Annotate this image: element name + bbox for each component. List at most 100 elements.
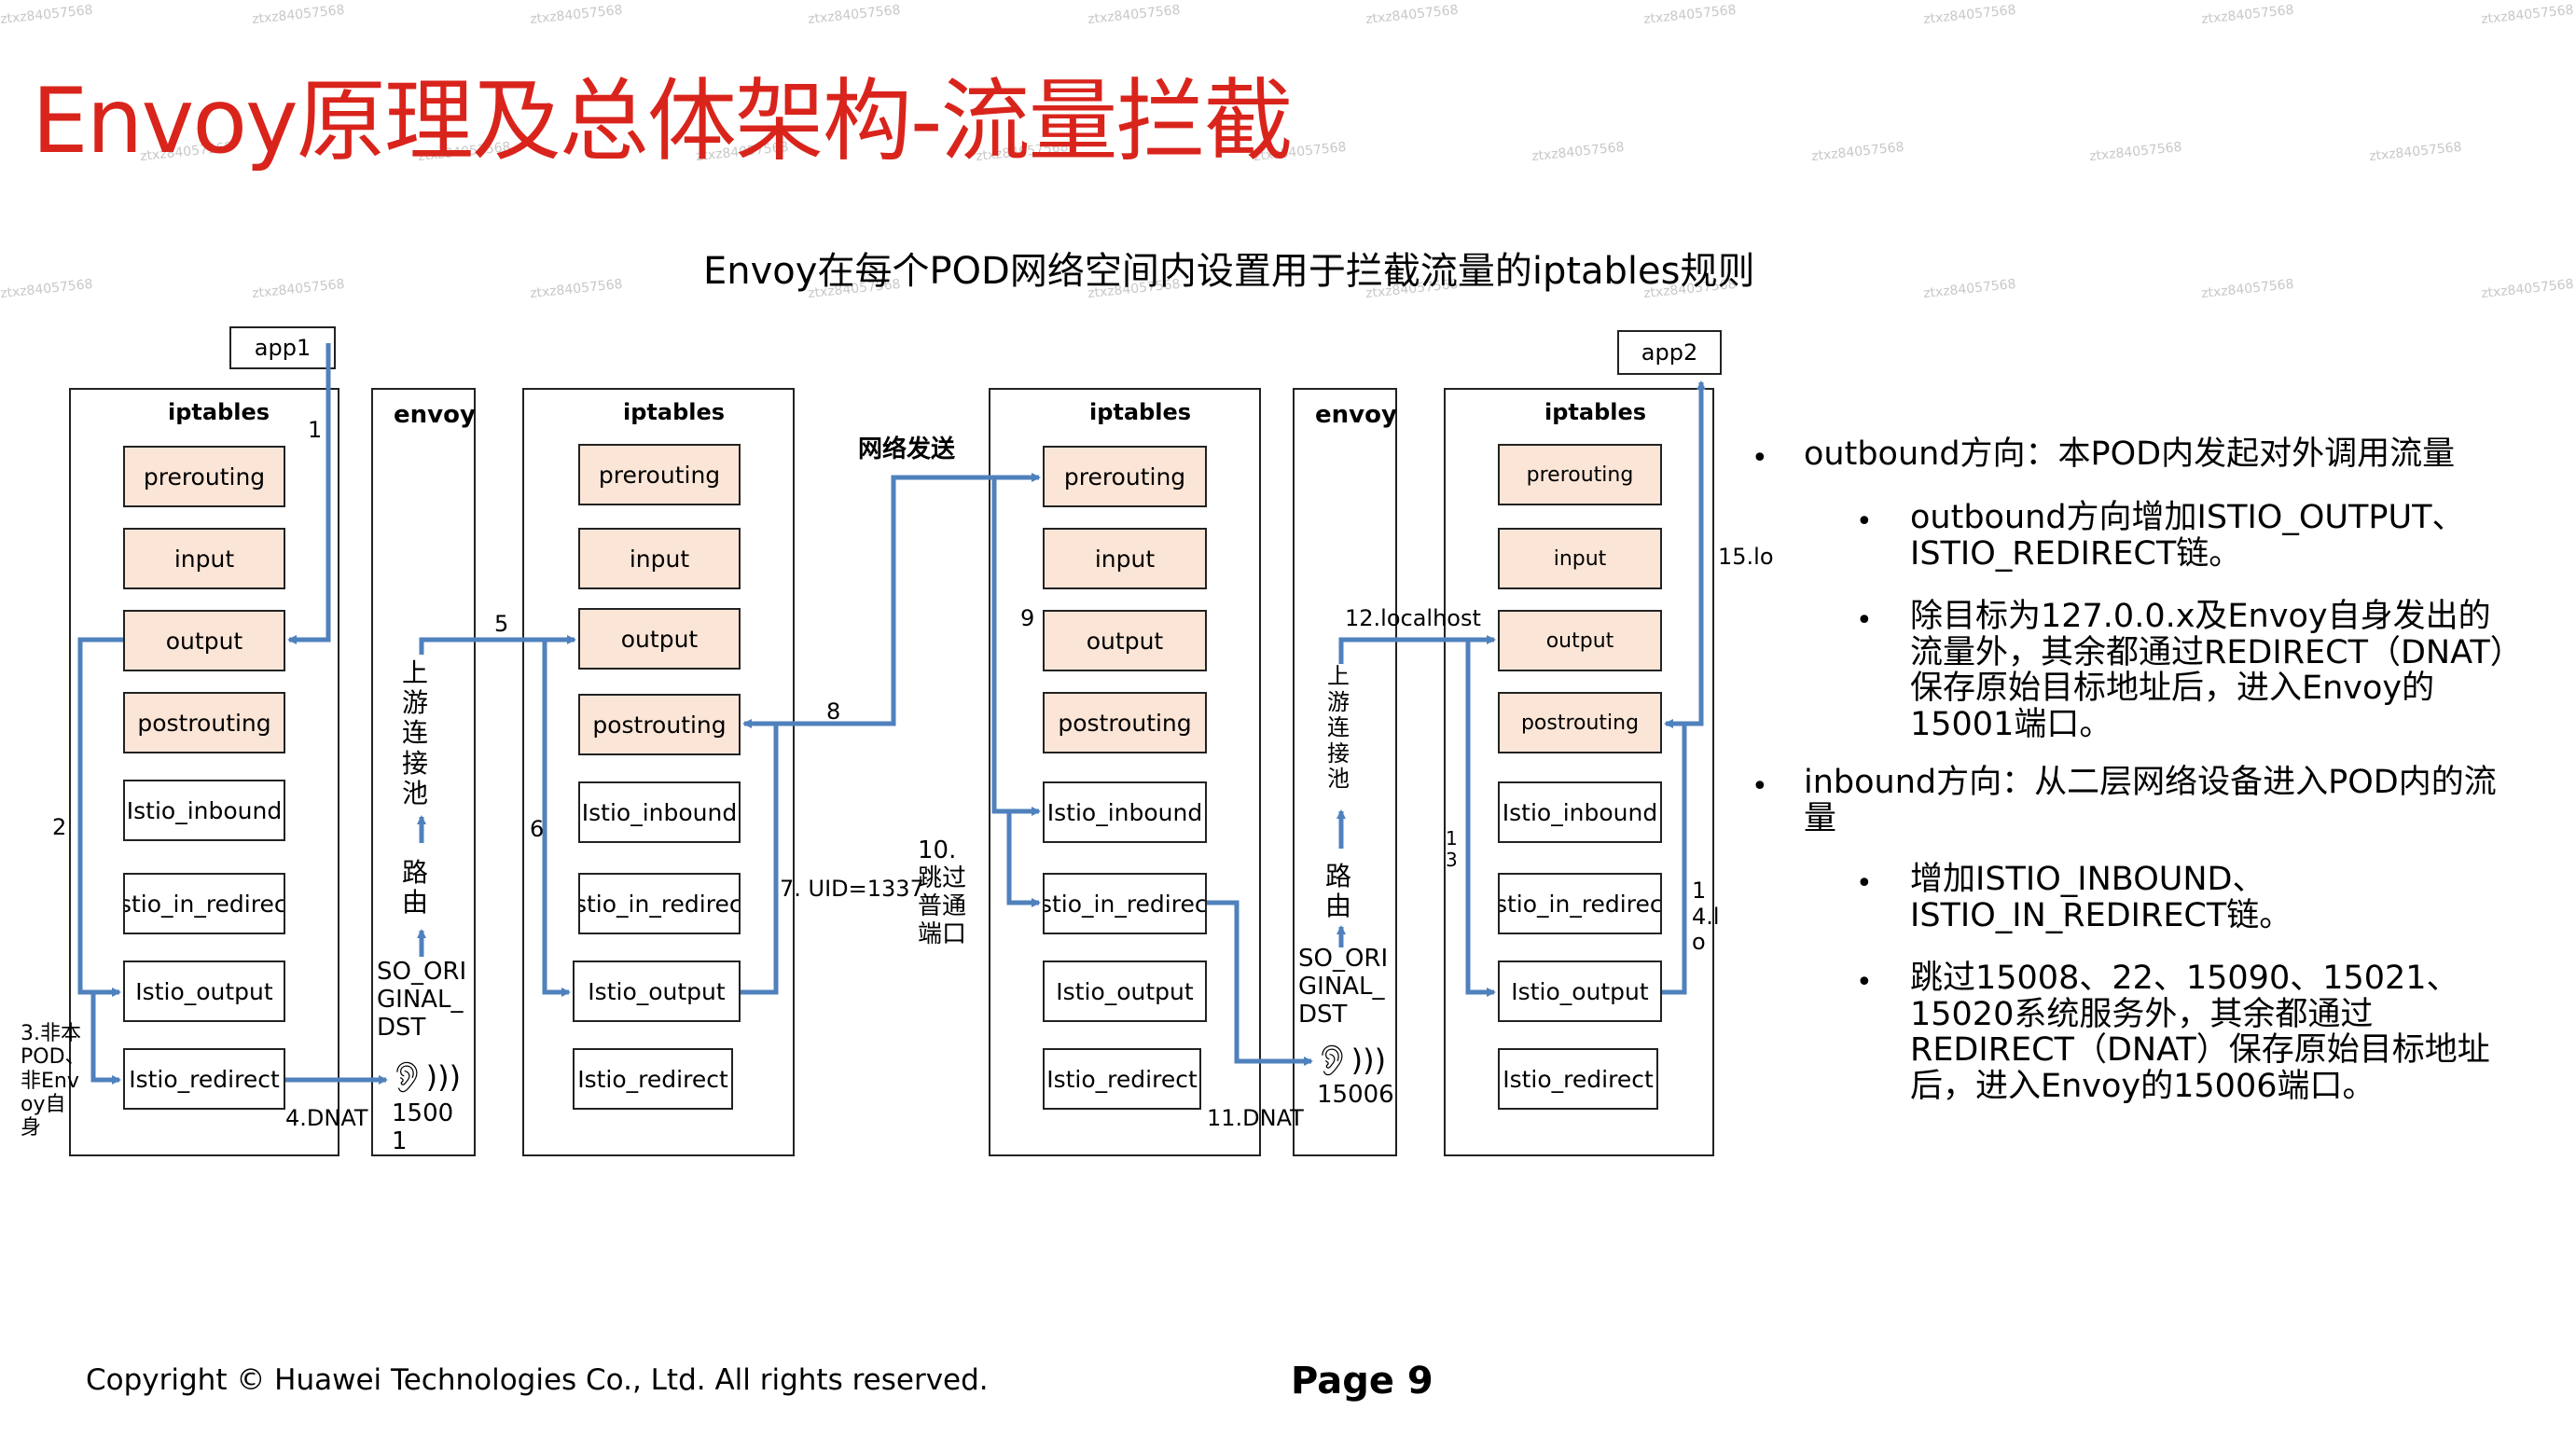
iptables-panel-4 [1444,388,1714,1156]
chain-istio-output-4: Istio_output [1498,960,1662,1022]
iptables-panel-2 [522,388,795,1156]
route-text-1: 路由 [401,857,428,919]
chain-prerouting-2: prerouting [578,444,741,505]
watermark-text: ztxz84057568 [251,276,346,302]
chain-input-4: input [1498,528,1662,589]
bullet-outbound-chains: outbound方向增加ISTIO_OUTPUT、ISTIO_REDIRECT链… [1910,499,2465,573]
chain-istio-redirect-4: Istio_redirect [1498,1048,1658,1110]
chain-input-2: input [578,528,741,589]
route-text-2: 路由 [1324,861,1351,922]
bullet-dot: • [1752,442,1768,475]
chain-output-3: output [1043,610,1207,671]
chain-istio-in-redirect-1: Istio_in_redirect [123,873,285,934]
step-label-12: 12.localhost [1345,605,1481,631]
watermark-text: ztxz84057568 [2200,276,2295,302]
chain-output-4: output [1498,610,1662,671]
step-label-6: 6 [530,816,545,842]
step-label-11: 11.DNAT [1207,1105,1304,1131]
port-15006: 15006 [1317,1081,1394,1109]
envoy-title-1: envoy [394,401,476,429]
chain-istio-redirect-1: Istio_redirect [123,1048,285,1110]
chain-istio-redirect-3: Istio_redirect [1043,1048,1201,1110]
chain-istio-inbound-1: Istio_inbound [123,780,285,841]
iptables-title-1: iptables [168,399,270,425]
so-original-dst-1: SO_ORIGINAL_DST [377,958,467,1042]
bullet-dot: • [1856,505,1873,538]
envoy-title-2: envoy [1315,401,1397,429]
watermark-text: ztxz84057568 [2200,2,2295,28]
ear-icon: 👂︎))) [388,1059,462,1095]
chain-prerouting-3: prerouting [1043,446,1207,507]
step-label-5: 5 [494,611,509,637]
step-label-3: 3.非本POD、非Envoy自身 [21,1022,86,1140]
iptables-panel-1 [69,388,339,1156]
iptables-panel-3 [989,388,1261,1156]
app2-box: app2 [1617,330,1722,375]
chain-output-2: output [578,608,741,670]
step-label-14: 14.lo [1692,878,1720,956]
chain-prerouting-1: prerouting [123,446,285,507]
chain-input-3: input [1043,528,1207,589]
chain-istio-in-redirect-3: Istio_in_redirect [1043,873,1207,934]
watermark-text: ztxz84057568 [1364,2,1460,28]
chain-istio-inbound-4: Istio_inbound [1498,781,1662,843]
step-label-15: 15.lo [1718,544,1774,570]
copyright-footer: Copyright © Huawei Technologies Co., Ltd… [86,1363,989,1397]
chain-istio-inbound-3: Istio_inbound [1043,781,1207,843]
bullet-inbound-redirect: 跳过15008、22、15090、15021、15020系统服务外，其余都通过R… [1910,960,2490,1105]
ear-icon: 👂︎))) [1313,1043,1387,1078]
iptables-title-3: iptables [1089,399,1192,425]
bullet-dot: • [1856,604,1873,637]
watermark-text: ztxz84057568 [251,2,346,28]
step-label-10: 10.跳过普通端口 [918,836,967,948]
step-label-1: 1 [308,417,323,443]
diagram-subtitle: Envoy在每个POD网络空间内设置用于拦截流量的iptables规则 [703,250,1755,293]
watermark-text: ztxz84057568 [1922,276,2017,302]
step-label-2: 2 [52,814,67,840]
chain-postrouting-4: postrouting [1498,692,1662,753]
page-number: Page 9 [1291,1360,1433,1403]
envoy-panel-2 [1293,388,1397,1156]
chain-istio-redirect-2: Istio_redirect [573,1048,733,1110]
watermark-text: ztxz84057568 [2088,139,2183,165]
chain-istio-in-redirect-4: Istio_in_redirect [1498,873,1662,934]
step-label-4: 4.DNAT [285,1105,368,1131]
chain-istio-output-2: Istio_output [573,960,741,1022]
upstream-pool-text-1: 上游连接池 [401,657,428,808]
step-label-8: 8 [826,698,841,725]
chain-istio-output-1: Istio_output [123,960,285,1022]
watermark-text: ztxz84057568 [807,2,902,28]
chain-postrouting-3: postrouting [1043,692,1207,753]
chain-postrouting-2: postrouting [578,694,741,755]
step-label-9: 9 [1020,605,1035,631]
watermark-text: ztxz84057568 [1642,2,1738,28]
watermark-text: ztxz84057568 [1087,2,1182,28]
watermark-text: ztxz84057568 [529,2,624,28]
watermark-text: ztxz84057568 [1530,139,1626,165]
chain-output-1: output [123,610,285,671]
chain-istio-inbound-2: Istio_inbound [578,781,741,843]
watermark-text: ztxz84057568 [1810,139,1905,165]
envoy-panel-1 [371,388,476,1156]
network-send-label: 网络发送 [858,435,956,463]
bullet-outbound-redirect: 除目标为127.0.0.x及Envoy自身发出的流量外，其余都通过REDIREC… [1910,598,2507,743]
upstream-pool-text-2: 上游连接池 [1327,663,1350,793]
bullet-outbound: outbound方向：本POD内发起对外调用流量 [1804,435,2456,473]
app1-box: app1 [229,326,336,369]
bullet-inbound: inbound方向：从二层网络设备进入POD内的流量 [1804,764,2497,837]
page-title: Envoy原理及总体架构-流量拦截 [32,69,1293,173]
bullet-dot: • [1856,867,1873,900]
bullet-dot: • [1752,770,1768,803]
port-15001: 15001 [392,1099,454,1155]
watermark-text: ztxz84057568 [1922,2,2017,28]
watermark-text: ztxz84057568 [0,2,94,28]
step-label-13: 13 [1446,827,1458,871]
watermark-text: ztxz84057568 [0,276,94,302]
watermark-text: ztxz84057568 [529,276,624,302]
chain-istio-output-3: Istio_output [1043,960,1207,1022]
chain-prerouting-4: prerouting [1498,444,1662,505]
watermark-text: ztxz84057568 [2480,2,2575,28]
watermark-text: ztxz84057568 [2480,276,2575,302]
iptables-title-2: iptables [623,399,726,425]
bullet-inbound-chains: 增加ISTIO_INBOUND、ISTIO_IN_REDIRECT链。 [1910,861,2292,934]
